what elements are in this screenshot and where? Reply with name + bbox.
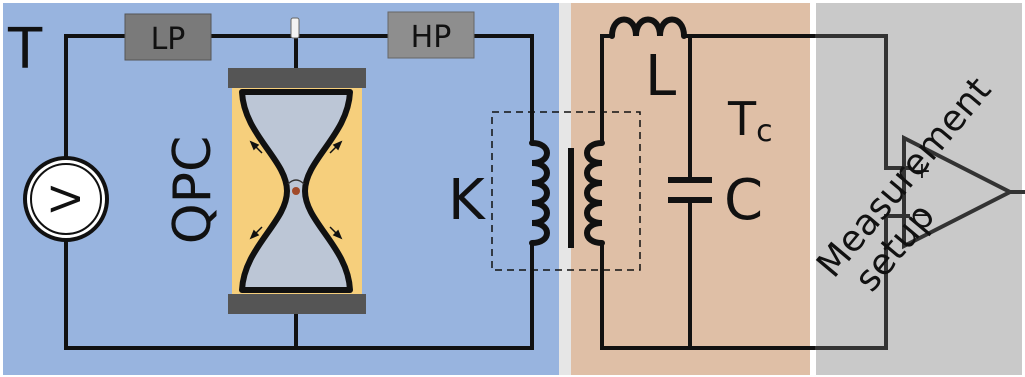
tank-inductor: [609, 16, 687, 39]
qpc-top-contact: [228, 68, 366, 88]
primary-coil: [529, 140, 550, 246]
transformer-core: [568, 148, 574, 248]
qpc-contact-tab: [290, 17, 300, 39]
tank-capacitor: [668, 177, 712, 203]
low-pass-filter: [124, 13, 212, 61]
tank-temperature-label: Tc: [727, 92, 773, 149]
high-pass-label: HP: [411, 20, 452, 55]
qpc-device: [228, 68, 366, 314]
tank-circuit-wires: [600, 34, 815, 350]
panel-divider: [559, 3, 571, 375]
coupling-label: K: [448, 168, 486, 233]
capacitor-label: C: [724, 168, 763, 233]
qpc-current-arrows: [249, 140, 343, 240]
secondary-coil: [584, 140, 605, 246]
high-pass-filter: [387, 11, 475, 59]
tank-temperature-sub: c: [756, 114, 773, 149]
voltmeter: [23, 156, 109, 242]
tank-temperature-main: T: [727, 92, 757, 146]
amp-minus-sign: −: [913, 203, 931, 228]
amp-plus-sign: +: [913, 159, 931, 184]
low-pass-label: LP: [151, 22, 186, 57]
qpc-label: QPC: [163, 136, 223, 245]
temperature-label: T: [7, 17, 43, 82]
qpc-quantum-dot: [292, 187, 300, 195]
qpc-tunnel-arc: [287, 179, 305, 185]
voltmeter-inner-ring: [30, 163, 102, 235]
sample-circuit-wires: [64, 34, 534, 350]
inductor-label: L: [645, 44, 676, 109]
coupling-box: [491, 111, 641, 271]
amplifier: [902, 134, 1015, 250]
qpc-bottom-contact: [228, 294, 366, 314]
measurement-panel: [816, 3, 1022, 375]
voltmeter-label: V: [44, 185, 90, 213]
